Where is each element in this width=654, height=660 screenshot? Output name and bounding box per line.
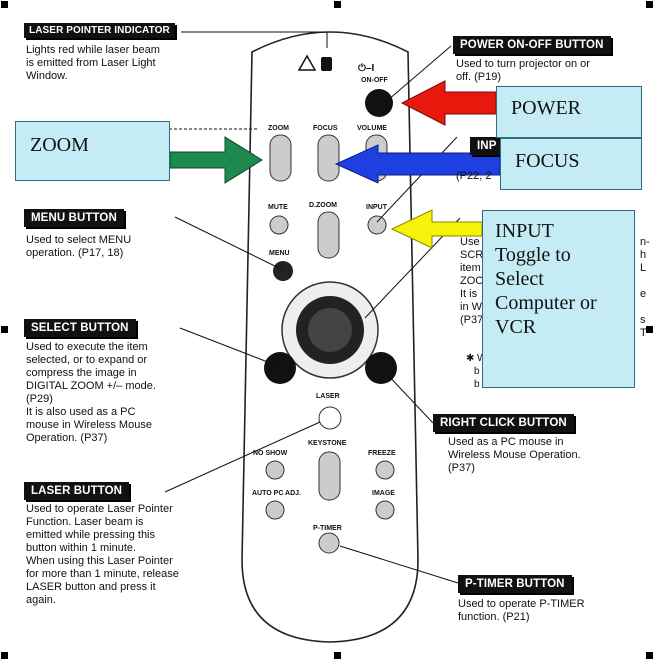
input-bullets-partial: ✱ W b b xyxy=(466,353,487,390)
dzoom-rocker xyxy=(317,211,340,259)
frame-corner xyxy=(646,1,653,8)
right-click-title: RIGHT CLICK BUTTON xyxy=(433,414,574,432)
input-button-shape xyxy=(367,215,387,235)
focus-overlay-label: FOCUS xyxy=(515,150,580,172)
power-overlay-label: POWER xyxy=(511,97,581,119)
on-off-symbol: ⏻–I xyxy=(358,63,375,74)
menu-remote-label: MENU xyxy=(269,250,290,257)
mute-button-shape xyxy=(269,215,289,235)
laser-title: LASER BUTTON xyxy=(24,482,130,500)
frame-corner xyxy=(646,652,653,659)
menu-title: MENU BUTTON xyxy=(24,209,124,227)
keystone-remote-label: KEYSTONE xyxy=(308,440,347,447)
power-arrow xyxy=(400,80,497,126)
image-button-shape xyxy=(375,500,395,520)
zoom-rocker xyxy=(269,134,292,182)
mute-remote-label: MUTE xyxy=(268,204,288,211)
frame-corner xyxy=(1,326,8,333)
auto-pc-remote-label: AUTO PC ADJ. xyxy=(252,490,302,497)
input-overlay-line: Computer or xyxy=(495,292,597,314)
focus-arrow xyxy=(334,144,501,184)
left-click-shape xyxy=(264,352,296,384)
zoom-remote-label: ZOOM xyxy=(268,125,289,132)
dzoom-remote-label: D.ZOOM xyxy=(309,202,337,209)
laser-indicator-leader xyxy=(181,31,328,48)
laser-indicator-desc: Lights red while laser beam is emitted f… xyxy=(26,44,160,82)
ptimer-leader xyxy=(339,545,459,584)
zoom-arrow xyxy=(169,136,263,184)
select-desc: Used to execute the item selected, or to… xyxy=(26,341,156,444)
frame-corner xyxy=(646,326,653,333)
frame-corner xyxy=(334,652,341,659)
focus-remote-label: FOCUS xyxy=(313,125,338,132)
volume-remote-label: VOLUME xyxy=(357,125,387,132)
keystone-rocker xyxy=(318,451,341,501)
no-show-button-shape xyxy=(265,460,285,480)
input-overlay-box: INPUT Toggle to Select Computer or VCR xyxy=(482,210,635,388)
input-peek-text: (P22, 2 xyxy=(456,170,492,182)
power-title: POWER ON-OFF BUTTON xyxy=(453,36,611,54)
select-button-center xyxy=(308,308,352,352)
frame-corner xyxy=(1,1,8,8)
right-click-desc: Used as a PC mouse in Wireless Mouse Ope… xyxy=(448,436,581,474)
ptimer-desc: Used to operate P-TIMER function. (P21) xyxy=(458,598,585,623)
focus-overlay-box: FOCUS xyxy=(500,138,642,190)
power-leader xyxy=(387,45,452,101)
input-leader xyxy=(376,136,458,223)
power-desc: Used to turn projector on or off. (P19) xyxy=(456,58,590,83)
auto-pc-button-shape xyxy=(265,500,285,520)
no-show-remote-label: NO SHOW xyxy=(253,450,288,457)
select-title: SELECT BUTTON xyxy=(24,319,136,337)
frame-corner xyxy=(334,1,341,8)
power-overlay-box: POWER xyxy=(496,86,642,138)
power-button-shape xyxy=(365,89,393,117)
laser-remote-label: LASER xyxy=(316,393,340,400)
menu-desc: Used to select MENU operation. (P17, 18) xyxy=(26,234,132,259)
laser-button-shape xyxy=(318,406,342,430)
freeze-remote-label: FREEZE xyxy=(368,450,396,457)
ptimer-title: P-TIMER BUTTON xyxy=(458,575,572,593)
input-desc-right-fragments: n- h L e s T xyxy=(640,236,650,339)
on-off-label: ON-OFF xyxy=(361,77,388,84)
input-overlay-line: Toggle to xyxy=(495,244,571,266)
laser-desc: Used to operate Laser Pointer Function. … xyxy=(26,503,179,606)
input-overlay-line: INPUT xyxy=(495,220,554,242)
frame-corner xyxy=(1,652,8,659)
laser-window-icon xyxy=(321,57,332,71)
ptimer-remote-label: P-TIMER xyxy=(313,525,342,532)
select-leader xyxy=(179,327,279,367)
right-click-leader xyxy=(384,371,434,424)
focus-rocker xyxy=(317,134,340,182)
laser-indicator-title: LASER POINTER INDICATOR xyxy=(24,23,175,38)
ptimer-button-shape xyxy=(318,532,340,554)
menu-leader xyxy=(174,216,284,271)
input-overlay-line: VCR xyxy=(495,316,537,338)
laser-leader xyxy=(164,421,321,493)
input-remote-label: INPUT xyxy=(366,204,387,211)
freeze-button-shape xyxy=(375,460,395,480)
input-arrow xyxy=(390,209,483,249)
menu-button-shape xyxy=(273,261,293,281)
input-overlay-line: Select xyxy=(495,268,544,290)
zoom-overlay-box: ZOOM xyxy=(15,121,170,181)
laser-warning-icon xyxy=(297,54,317,71)
image-remote-label: IMAGE xyxy=(372,490,395,497)
zoom-overlay-label: ZOOM xyxy=(30,134,89,156)
input-desc-partial: Use SCR item ZOO It is in W (P37 xyxy=(460,236,484,326)
